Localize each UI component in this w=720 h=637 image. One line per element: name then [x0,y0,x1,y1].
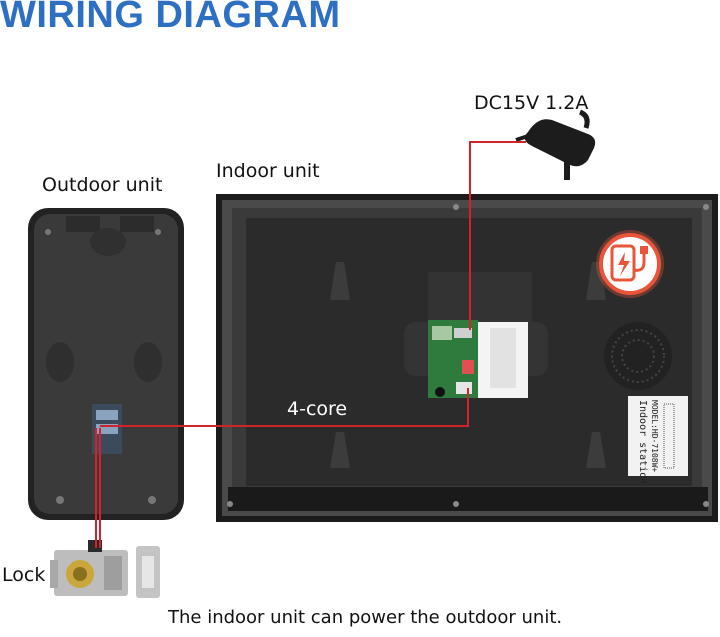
sticker-line-2: MODEL:HD-7108W+ [650,400,659,472]
indoor-unit-label: Indoor unit [216,160,320,182]
power-adapter-icon [515,109,596,180]
diagram-caption: The indoor unit can power the outdoor un… [168,607,563,628]
power-supply-label: DC15V 1.2A [474,92,589,114]
cable-label: 4-core [287,398,348,420]
lock-label: Lock [2,564,46,586]
outdoor-unit [28,208,184,520]
power-wire [469,141,526,330]
four-core-wire [100,388,469,427]
sticker-line-1: Indoor station [637,400,648,484]
diagram-title: WIRING DIAGRAM [0,0,341,36]
wiring-lines [95,141,526,548]
charging-badge-icon [596,230,664,298]
door-lock-icon [50,540,160,598]
outdoor-unit-label: Outdoor unit [42,174,163,196]
